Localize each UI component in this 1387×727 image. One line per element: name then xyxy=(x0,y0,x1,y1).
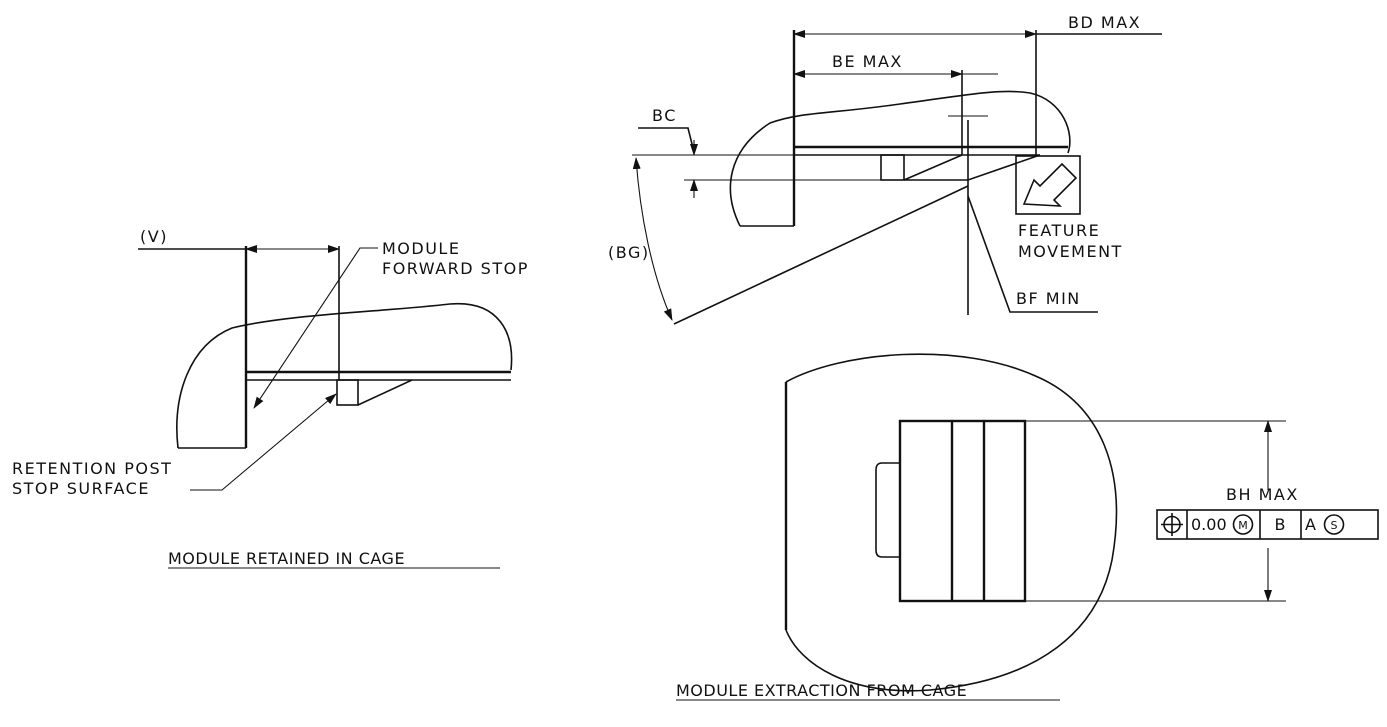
right-latch-tab xyxy=(903,154,1041,181)
feature-box xyxy=(1015,155,1081,215)
dim-bg-label: (BG) xyxy=(608,243,650,262)
dim-v-label: (V) xyxy=(140,227,168,246)
detail-outline xyxy=(785,353,1118,692)
fcf-datum-modifier: S xyxy=(1331,519,1338,532)
dim-bf-label: BF MIN xyxy=(1016,289,1081,308)
right-caption: MODULE EXTRACTION FROM CAGE xyxy=(676,681,967,700)
feature-callout-line1: FEATURE xyxy=(1018,221,1100,240)
bg-angle-line xyxy=(673,185,969,325)
bc-leader xyxy=(638,127,695,153)
dim-bd-label: BD MAX xyxy=(1068,13,1141,32)
left-retention-latch xyxy=(357,379,413,406)
right-detail-view: BH MAX ⌖ 0.00 M B A S MODULE EXTRACTION … xyxy=(676,353,1379,701)
bg-angle-arc xyxy=(632,157,673,321)
left-retention-leader xyxy=(190,393,337,491)
fcf-modifier: M xyxy=(1238,519,1248,532)
fcf-modifier-circle xyxy=(1232,514,1254,535)
retention-callout-line1: RETENTION POST xyxy=(12,459,172,478)
fcf-datum-primary: B xyxy=(1275,515,1286,534)
dim-bh-label: BH MAX xyxy=(1226,485,1299,504)
feature-control-frame: ⌖ 0.00 M B A S xyxy=(1156,509,1379,540)
dim-be-label: BE MAX xyxy=(832,52,903,71)
connector-block xyxy=(898,419,1027,603)
left-view: (V) MODULE FORWARD STOP RETENTION POST S… xyxy=(12,227,529,569)
left-cage-outline xyxy=(176,302,513,449)
left-forward-stop-leader xyxy=(253,247,378,409)
forward-stop-callout-line1: MODULE xyxy=(382,239,460,258)
left-caption: MODULE RETAINED IN CAGE xyxy=(168,549,405,568)
right-retention-post xyxy=(880,154,905,181)
dim-bc-label: BC xyxy=(652,106,677,125)
fcf-symbol-text: ⌖ xyxy=(1166,529,1168,531)
left-retention-post xyxy=(336,379,359,406)
fcf-datum-modifier-circle xyxy=(1323,514,1345,535)
right-top-view: BD MAX BE MAX BC (BG) BF MIN FEATURE MOV… xyxy=(608,13,1162,325)
fcf-datum-secondary: A xyxy=(1305,515,1316,534)
feature-movement-arrow xyxy=(1022,162,1078,207)
forward-stop-callout-line2: FORWARD STOP xyxy=(382,259,529,278)
bf-leader xyxy=(967,195,1098,313)
retention-callout-line2: STOP SURFACE xyxy=(12,479,150,498)
fcf-tolerance: 0.00 xyxy=(1191,515,1227,534)
feature-callout-line2: MOVEMENT xyxy=(1018,242,1123,261)
connector-tab xyxy=(875,462,900,558)
position-symbol-icon xyxy=(1161,513,1183,536)
right-cage-outline xyxy=(729,90,1071,227)
